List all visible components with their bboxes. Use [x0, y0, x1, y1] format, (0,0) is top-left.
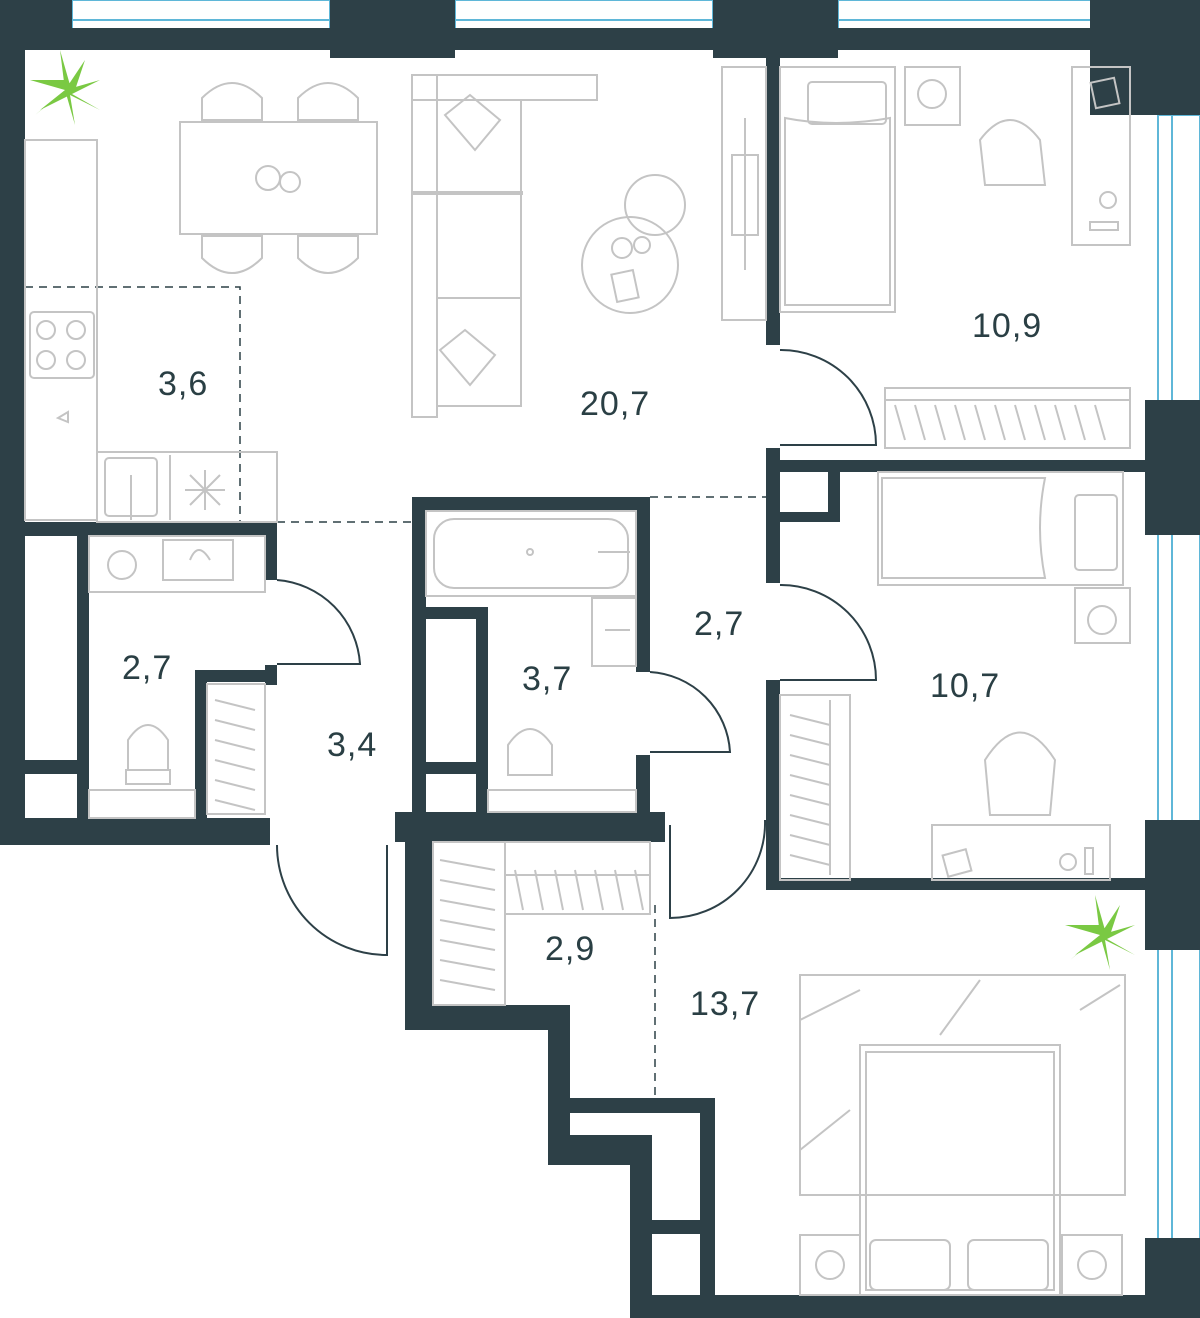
- bedroom-se-area-label: 13,7: [690, 985, 760, 1023]
- bedroom-e-furniture: [779, 471, 1131, 881]
- sofa: [411, 74, 598, 418]
- kitchen-counter: [24, 139, 278, 523]
- closet-furniture: [432, 841, 651, 1006]
- living-area-label: 20,7: [580, 385, 650, 423]
- doors: [276, 348, 878, 957]
- bedroom-e-area-label: 10,7: [930, 667, 1000, 705]
- kitchen-area-label: 3,6: [158, 365, 208, 403]
- plant-icon: [1065, 895, 1135, 970]
- zone-dividers: [25, 286, 766, 1098]
- bedroom-ne-area-label: 10,9: [972, 307, 1042, 345]
- wc-area-label: 2,7: [122, 649, 172, 687]
- bedroom-ne-furniture: [779, 66, 1131, 449]
- closet-area-label: 2,9: [545, 930, 595, 968]
- room-labels: 3,6 20,7 10,9 10,7 13,7 2,7 3,4 3,7 2,7 …: [122, 307, 1042, 1023]
- dining-table: [179, 82, 378, 274]
- corridor-area-label: 2,7: [694, 605, 744, 643]
- bathroom-area-label: 3,7: [522, 660, 572, 698]
- bathroom-furniture: [425, 510, 637, 813]
- tv-unit: [721, 66, 767, 321]
- wc-furniture: [88, 535, 266, 819]
- windows-top: [71, 0, 1097, 31]
- bedroom-se-furniture: [799, 974, 1126, 1296]
- plant-icon: [30, 50, 100, 125]
- windows-right: [1157, 114, 1200, 1241]
- hall-area-label: 3,4: [327, 726, 377, 764]
- coffee-tables: [581, 174, 686, 314]
